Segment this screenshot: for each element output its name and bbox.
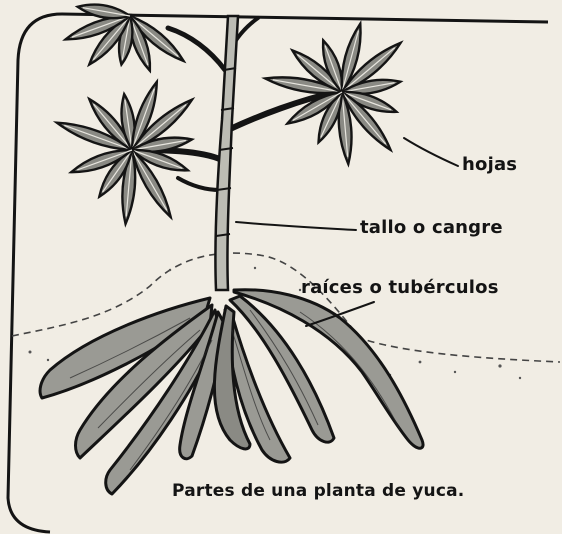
pointer-tallo (236, 222, 356, 230)
label-roots: raíces o tubérculos (301, 277, 499, 298)
leaf-cluster-right (265, 24, 400, 164)
figure-caption: Partes de una planta de yuca. (172, 481, 464, 501)
root-tubers (40, 290, 423, 494)
label-stem: tallo o cangre (360, 217, 503, 238)
stem (215, 16, 238, 290)
pointer-hojas (404, 138, 458, 166)
label-leaves: hojas (462, 154, 517, 175)
